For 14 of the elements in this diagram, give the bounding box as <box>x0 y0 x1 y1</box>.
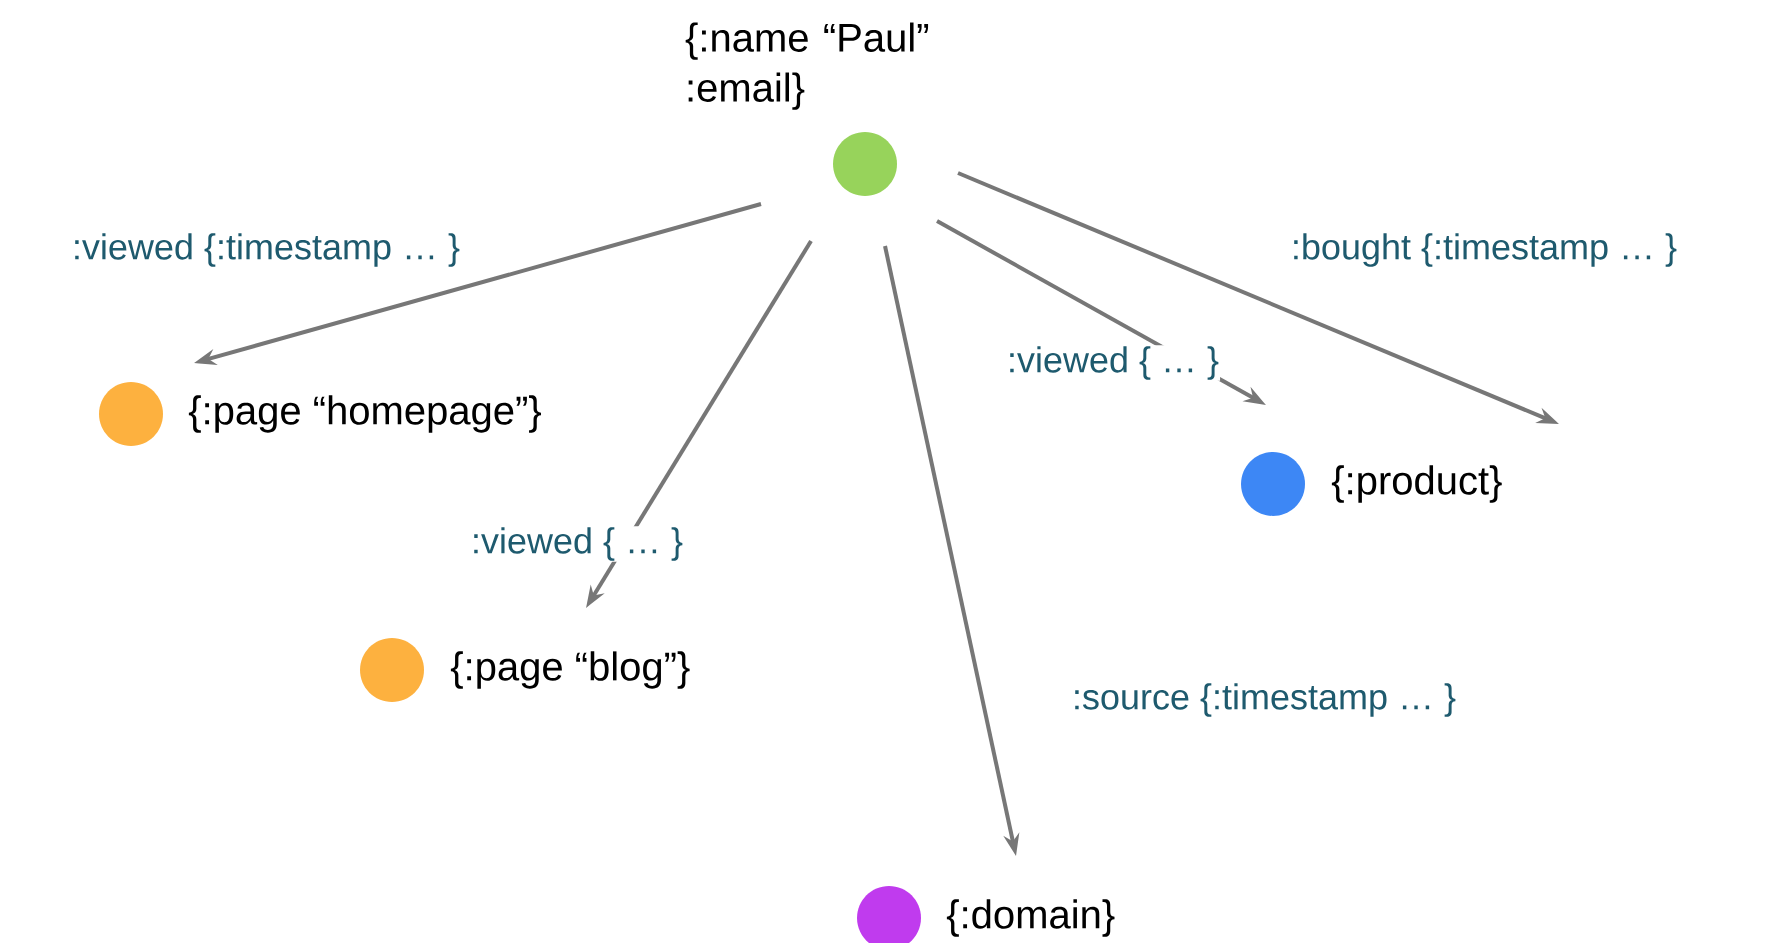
node-label: {:name “Paul” :email} <box>685 22 929 110</box>
edge-label: :source {:timestamp … } <box>1070 682 1458 718</box>
dot <box>99 382 163 446</box>
edge-label: :viewed { … } <box>469 526 685 562</box>
dot <box>360 638 424 702</box>
edge-label: :viewed { … } <box>1005 345 1221 381</box>
node-label: {:product} <box>1331 465 1502 503</box>
dot <box>1241 452 1305 516</box>
dot <box>833 132 897 196</box>
node-label: {:page “homepage”} <box>188 395 541 433</box>
node-label: {:domain} <box>946 899 1115 937</box>
node-label: {:page “blog”} <box>450 651 690 689</box>
edge-label: :viewed {:timestamp … } <box>70 232 462 268</box>
edge-label: :bought {:timestamp … } <box>1289 232 1679 268</box>
